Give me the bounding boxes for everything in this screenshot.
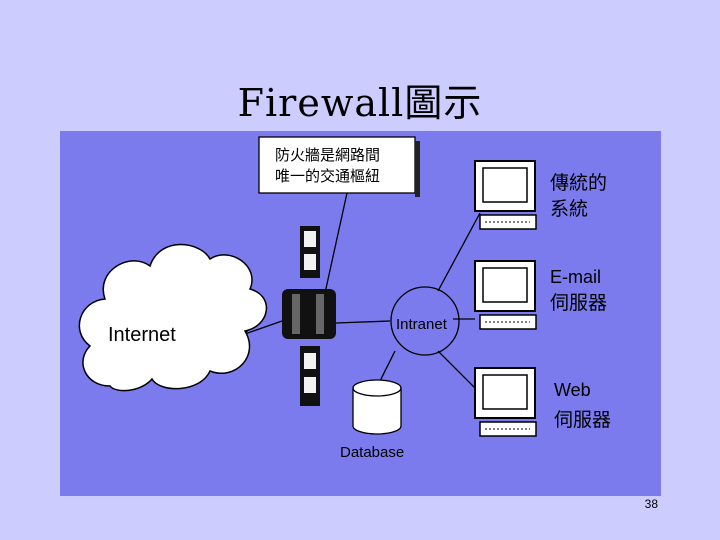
firewall-to-intranet-link: [335, 320, 391, 324]
page-number: 38: [644, 497, 658, 511]
callout-line-2: 唯一的交通樞紐: [275, 167, 380, 185]
intranet-to-system1-link: [437, 212, 481, 292]
computer-2-icon: [474, 260, 537, 330]
callout-pointer: [324, 192, 348, 294]
system-1-line-1: 傳統的: [550, 172, 607, 194]
firewall-diagram-svg: 防火牆是網路間 唯一的交通樞紐 Internet Intranet: [78, 136, 611, 461]
database-label: Database: [340, 444, 404, 461]
callout-box: 防火牆是網路間 唯一的交通樞紐: [258, 136, 420, 197]
internet-label: Internet: [108, 324, 176, 346]
computer-3-icon: [474, 367, 537, 437]
intranet-label: Intranet: [396, 316, 448, 333]
intranet-node: Intranet: [390, 286, 460, 356]
system-2-line-2: 伺服器: [550, 292, 607, 314]
intranet-to-database-link: [379, 350, 396, 382]
internet-cloud: Internet: [78, 243, 267, 392]
system-3-line-2: 伺服器: [554, 409, 611, 431]
system-3-line-1: Web: [554, 380, 591, 400]
database-cylinder: Database: [340, 379, 404, 461]
firewall-device: [282, 226, 336, 406]
system-1-line-2: 系統: [550, 198, 588, 220]
computer-1-icon: [474, 160, 537, 230]
intranet-to-system3-link: [437, 350, 481, 394]
system-2-line-1: E-mail: [550, 267, 601, 287]
slide-title: Firewall圖示: [237, 81, 483, 125]
callout-line-1: 防火牆是網路間: [275, 146, 380, 164]
firewall-diagram: 防火牆是網路間 唯一的交通樞紐 Internet Intranet: [60, 131, 661, 496]
